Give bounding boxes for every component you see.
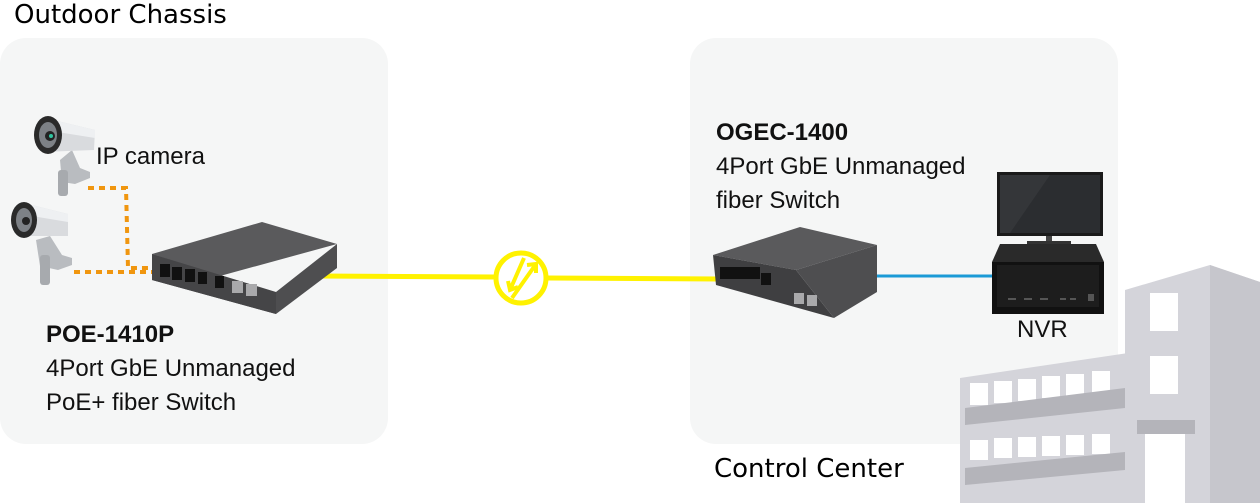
poe-switch-icon xyxy=(152,222,337,314)
poe-switch-model: POE-1410P xyxy=(46,321,175,348)
fiber-switch-model: OGEC-1400 xyxy=(716,119,849,146)
fiber-switch-desc-line1: 4Port GbE Unmanaged xyxy=(716,153,966,180)
poe-switch-desc-line1: 4Port GbE Unmanaged xyxy=(46,355,296,382)
fiber-link-icon xyxy=(493,250,549,306)
building-icon xyxy=(960,265,1260,503)
ip-camera-icon xyxy=(11,202,72,285)
fiber-switch-icon xyxy=(713,227,877,318)
fiber-link xyxy=(317,250,719,306)
nvr-icon xyxy=(992,172,1104,314)
control-center-title: Control Center xyxy=(714,454,904,484)
ip-camera-label: IP camera xyxy=(96,143,205,170)
outdoor-chassis-title: Outdoor Chassis xyxy=(14,0,227,30)
ip-camera-icon xyxy=(34,116,95,196)
poe-switch-desc-line2: PoE+ fiber Switch xyxy=(46,389,237,416)
nvr-label: NVR xyxy=(1017,316,1068,343)
fiber-switch-desc-line2: fiber Switch xyxy=(716,187,841,214)
